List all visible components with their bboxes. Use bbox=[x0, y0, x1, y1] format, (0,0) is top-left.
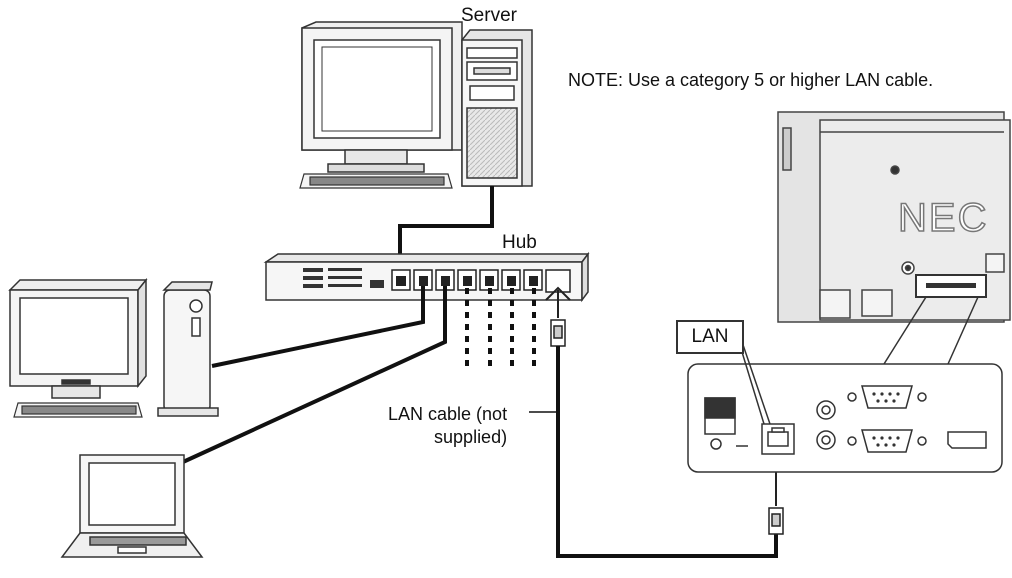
dashed-cables bbox=[465, 288, 536, 372]
lan-cable-label-line2: supplied) bbox=[434, 427, 508, 447]
cable-hub-to-laptop bbox=[182, 286, 447, 464]
server-monitor bbox=[301, 21, 463, 173]
cable-note: NOTE: Use a category 5 or higher LAN cab… bbox=[568, 70, 934, 90]
desktop-monitor bbox=[8, 277, 148, 399]
server-label: Server bbox=[461, 5, 517, 26]
desktop-tower bbox=[157, 281, 219, 417]
hub-label: Hub bbox=[502, 232, 537, 253]
rj45-plug-display-end bbox=[768, 507, 784, 535]
server-tower bbox=[461, 29, 533, 187]
lan-label-leader bbox=[739, 335, 771, 425]
arrow-into-hub-port bbox=[545, 286, 571, 301]
lan-cable-label-line1: LAN cable (not bbox=[388, 404, 508, 424]
laptop bbox=[60, 454, 204, 558]
lan-port-label: LAN bbox=[676, 320, 744, 354]
connector-panel-zoomed bbox=[687, 363, 1003, 473]
rj45-plug-hub-end bbox=[550, 319, 566, 347]
serial-pins bbox=[872, 392, 900, 447]
cable-hub-to-desktop bbox=[211, 286, 425, 368]
nec-logo: NEC bbox=[897, 195, 989, 241]
desktop-keyboard bbox=[13, 402, 143, 418]
lan-cable bbox=[556, 346, 778, 558]
server-keyboard bbox=[299, 173, 453, 189]
hub-port-plugs bbox=[396, 276, 538, 286]
lan-cable-label: LAN cable (not supplied) bbox=[388, 403, 507, 449]
